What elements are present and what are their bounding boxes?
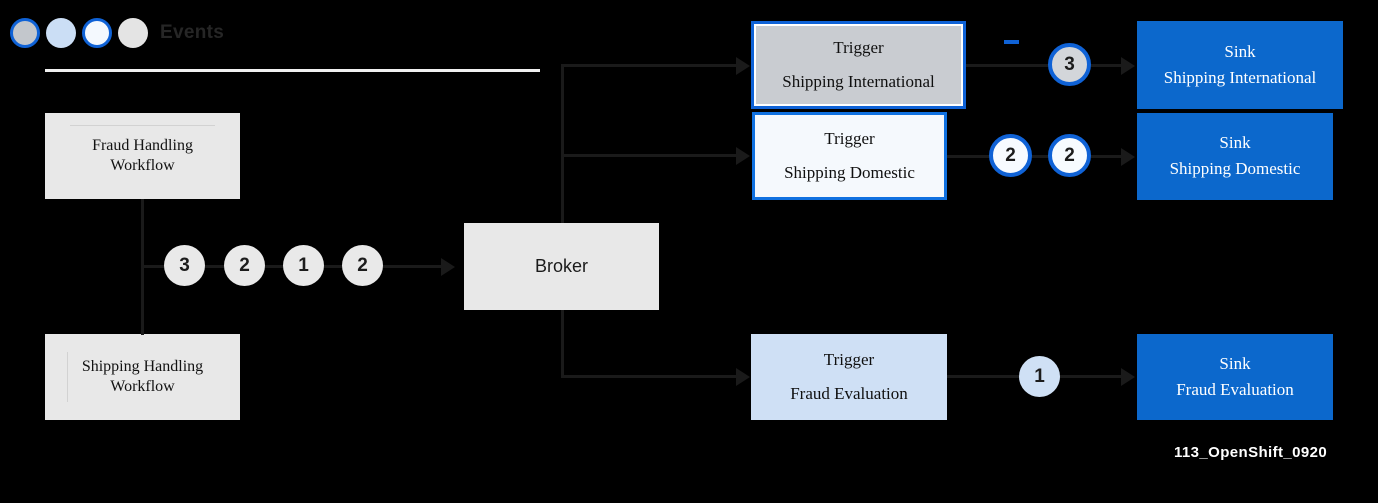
broker-label: Broker: [534, 255, 588, 276]
legend-label: Events: [160, 22, 225, 43]
workflow-box-shipping-handling[interactable]: Shipping Handling Workflow: [45, 334, 240, 420]
event-badge-value: 1: [1034, 365, 1045, 387]
trigger-kind-label: Trigger: [824, 128, 875, 148]
header-divider: [45, 69, 540, 72]
event-badge-sink-fraud-1[interactable]: 1: [1019, 356, 1060, 397]
broker-to-trigger-domestic-arrowhead: [736, 147, 750, 165]
event-badge-value: 2: [1005, 144, 1016, 166]
event-badge-value: 2: [1064, 144, 1075, 166]
event-badge-workflow-2a[interactable]: 2: [224, 245, 265, 286]
sink-name-label: Shipping International: [1163, 67, 1317, 87]
event-badge-workflow-3[interactable]: 3: [164, 245, 205, 286]
sink-kind-label: Sink: [1219, 353, 1251, 373]
trigger-international-blue-marker: [1004, 40, 1019, 44]
trigger-name-label: Shipping Domestic: [784, 162, 915, 182]
sink-kind-label: Sink: [1224, 41, 1256, 61]
broker-to-trigger-fraud-arrowhead: [736, 368, 750, 386]
legend-dot-white-outlined: [82, 18, 112, 48]
broker-box[interactable]: Broker: [464, 223, 659, 310]
workflow-title-line2: Workflow: [110, 157, 175, 174]
event-badge-sink-domestic-2a[interactable]: 2: [989, 134, 1032, 177]
trigger-box-shipping-international[interactable]: Trigger Shipping International: [751, 21, 966, 109]
event-badge-value: 3: [179, 254, 190, 276]
broker-branch-trunk-up: [561, 64, 564, 223]
sink-name-label: Shipping Domestic: [1169, 159, 1301, 178]
event-badge-sink-domestic-2b[interactable]: 2: [1048, 134, 1091, 177]
trigger-box-shipping-domestic[interactable]: Trigger Shipping Domestic: [752, 112, 947, 200]
workflow-box-inner-rule: [67, 352, 68, 402]
broker-to-trigger-domestic-line: [561, 154, 736, 157]
event-badge-value: 2: [357, 254, 368, 276]
sink-kind-label: Sink: [1219, 133, 1251, 153]
sink-box-fraud-evaluation[interactable]: Sink Fraud Evaluation: [1137, 334, 1333, 420]
sink-name-label: Fraud Evaluation: [1176, 379, 1294, 399]
broker-branch-trunk-down: [561, 310, 564, 377]
broker-to-trigger-international-arrowhead: [736, 57, 750, 75]
trigger-name-label: Shipping International: [782, 71, 935, 91]
trigger-box-fraud-evaluation[interactable]: Trigger Fraud Evaluation: [751, 334, 947, 420]
trigger-to-sink-fraud-arrowhead: [1121, 368, 1135, 386]
trigger-kind-label: Trigger: [823, 349, 875, 369]
workflow-title-line1: Shipping Handling: [81, 358, 204, 376]
workflow-box-inner-rule: [70, 125, 215, 126]
event-badge-workflow-2b[interactable]: 2: [342, 245, 383, 286]
broker-to-trigger-international-line: [561, 64, 736, 67]
trigger-kind-label: Trigger: [833, 37, 884, 57]
legend-dot-grey: [118, 18, 148, 48]
trigger-name-label: Fraud Evaluation: [790, 383, 908, 403]
workflow-box-fraud-handling[interactable]: Fraud Handling Workflow: [45, 113, 240, 199]
slide-corner-tag: 113_OpenShift_0920: [1174, 444, 1328, 461]
trigger-to-sink-international-line: [966, 64, 1121, 67]
workflow-to-broker-arrowhead: [441, 258, 455, 276]
event-badge-workflow-1[interactable]: 1: [283, 245, 324, 286]
legend-dot-lightblue: [46, 18, 76, 48]
event-badge-value: 3: [1064, 53, 1075, 75]
legend-dot-grey-outlined: [10, 18, 40, 48]
sink-box-shipping-international[interactable]: Sink Shipping International: [1137, 21, 1343, 109]
event-badge-value: 1: [298, 254, 309, 276]
event-badge-sink-international-3[interactable]: 3: [1048, 43, 1091, 86]
trigger-to-sink-domestic-line: [947, 155, 1121, 158]
workflow-title-line1: Fraud Handling: [92, 137, 193, 155]
sink-box-shipping-domestic[interactable]: Sink Shipping Domestic: [1137, 113, 1333, 200]
trigger-to-sink-international-arrowhead: [1121, 57, 1135, 75]
workflow-title-line2: Workflow: [110, 378, 175, 395]
trigger-to-sink-domestic-arrowhead: [1121, 148, 1135, 166]
event-badge-value: 2: [239, 254, 250, 276]
broker-to-trigger-fraud-line: [561, 375, 736, 378]
